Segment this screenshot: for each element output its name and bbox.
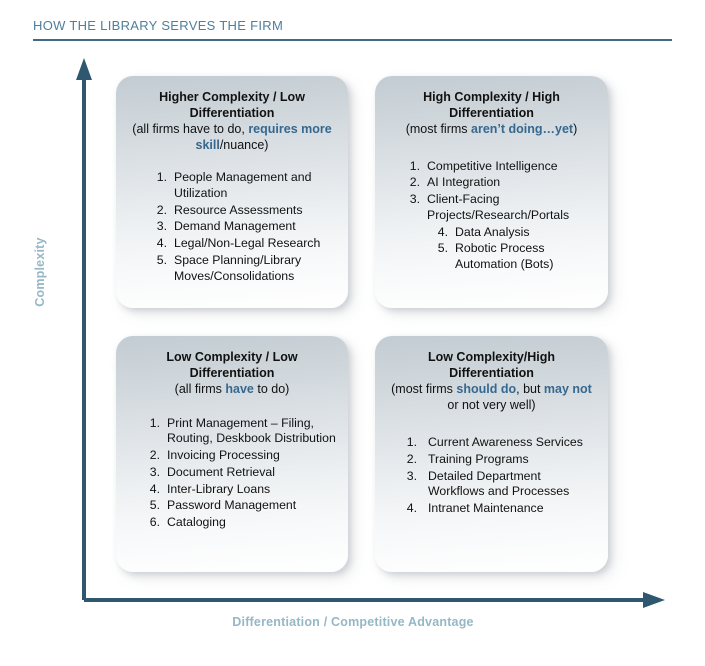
list-item: 5. Space Planning/Library Moves/Consolida… — [147, 253, 338, 285]
list-item-number: 5. — [156, 252, 167, 267]
list-item-text: Document Retrieval — [167, 464, 275, 479]
quadrant-item-list: 1. Current Awareness Services 2. Training P… — [385, 435, 598, 517]
list-item-text: Detailed Department Workflows and Proces… — [428, 468, 570, 499]
list-item-number: 2. — [406, 451, 417, 466]
list-item-number: 2. — [149, 448, 160, 463]
list-item-number: 4. — [437, 224, 448, 239]
list-item-text: Competitive Intelligence — [427, 158, 558, 173]
list-item-number: 1. — [149, 415, 160, 430]
list-item-text: Current Awareness Services — [428, 435, 583, 449]
subheading-text: (all firms — [174, 382, 226, 396]
x-axis-arrowhead-icon — [643, 592, 665, 608]
x-axis-label: Differentiation / Competitive Advantage — [232, 615, 474, 629]
list-item-text: Robotic Process Automation (Bots) — [455, 241, 554, 272]
list-item-number: 5. — [149, 498, 160, 513]
list-item-text: Data Analysis — [455, 224, 530, 239]
list-item: 4. Legal/Non-Legal Research — [147, 236, 338, 252]
subheading-text: (all firms have to do, — [132, 122, 249, 136]
list-item: 3. Detailed Department Workflows and Proc… — [397, 469, 598, 501]
highlighted-phrase: should do — [456, 382, 517, 396]
subheading-text: or not very well) — [447, 397, 536, 412]
list-item-text: Demand Management — [174, 219, 296, 234]
quadrant-subheading: (most firms should do, but may not or no… — [385, 382, 598, 413]
highlighted-phrase: aren’t doing…yet — [471, 122, 574, 136]
list-item-text: Client-Facing Projects/Research/Portals — [427, 192, 570, 222]
list-item: 2. Training Programs — [397, 452, 598, 468]
list-item: 1. People Management and Utilization — [147, 170, 338, 202]
quadrant-subheading: (all firms have to do, requires more ski… — [126, 122, 338, 153]
quadrant-card-low-complexity-low-differentiation[interactable]: Low Complexity / Low Differentiation (al… — [116, 336, 348, 572]
list-item-number: 3. — [409, 192, 420, 207]
y-axis-arrowhead-icon — [76, 58, 92, 80]
quadrant-card-higher-complexity-low-differentiation[interactable]: Higher Complexity / Low Differentiation … — [116, 76, 348, 308]
quadrant-card-low-complexity-high-differentiation[interactable]: Low Complexity/High Differentiation (mos… — [375, 336, 608, 572]
quadrant-heading: High Complexity / High Differentiation — [423, 90, 560, 120]
list-item-number: 1. — [409, 158, 420, 173]
list-item: 1. Current Awareness Services — [397, 435, 598, 451]
subheading-text: /nuance) — [219, 137, 269, 152]
list-item-text: Password Management — [167, 498, 297, 513]
list-item-number: 1. — [156, 170, 167, 184]
list-item-number: 6. — [149, 515, 160, 530]
list-item-text: Resource Assessments — [174, 202, 303, 217]
subheading-text: to do) — [253, 382, 290, 396]
list-item-number: 3. — [149, 464, 160, 479]
quadrant-subheading: (most firms aren’t doing…yet) — [385, 122, 598, 138]
list-item-text: Training Programs — [428, 451, 529, 466]
subheading-text: (most firms — [391, 382, 457, 396]
list-item: 6. Cataloging — [140, 515, 338, 531]
list-item-text: Print Management – Filing, Routing, Desk… — [167, 415, 336, 446]
list-item-number: 5. — [437, 241, 448, 256]
quadrant-item-list: 1. People Management and Utilization 2. Res… — [126, 170, 338, 285]
list-item-text: Legal/Non-Legal Research — [174, 236, 321, 251]
list-item-number: 1. — [406, 435, 417, 449]
quadrant-heading: Higher Complexity / Low Differentiation — [159, 90, 305, 120]
list-item: 5. Password Management — [140, 498, 338, 514]
quadrant-heading: Low Complexity / Low Differentiation — [166, 350, 298, 380]
list-item: 2. Resource Assessments — [147, 203, 338, 219]
list-item: 3. Client-Facing Projects/Research/Portal… — [400, 192, 598, 224]
highlighted-phrase: requires more skill — [195, 122, 332, 152]
list-item: 4. Data Analysis — [400, 225, 598, 241]
list-item: 3. Document Retrieval — [140, 465, 338, 481]
list-item-number: 4. — [149, 481, 160, 496]
list-item: 1. Competitive Intelligence — [400, 159, 598, 175]
subheading-text: ) — [573, 122, 578, 136]
quadrant-item-list: 1. Print Management – Filing, Routing, De… — [126, 416, 338, 532]
list-item-text: People Management and Utilization — [174, 170, 312, 200]
quadrant-item-list: 1. Competitive Intelligence 2. AI Integrati… — [385, 159, 598, 274]
list-item-number: 3. — [156, 219, 167, 234]
list-item-number: 3. — [406, 468, 417, 483]
quadrant-heading: Low Complexity/High Differentiation — [427, 350, 556, 380]
highlighted-phrase: have — [225, 382, 254, 396]
list-item-text: AI Integration — [427, 175, 501, 190]
list-item-number: 4. — [156, 236, 167, 251]
highlighted-phrase: may not — [543, 382, 592, 396]
list-item: 2. AI Integration — [400, 175, 598, 191]
list-item-number: 4. — [406, 501, 417, 516]
list-item: 5. Robotic Process Automation (Bots) — [400, 241, 598, 273]
list-item-text: Cataloging — [167, 515, 226, 530]
list-item-text: Inter-Library Loans — [167, 481, 271, 496]
list-item-number: 2. — [156, 202, 167, 217]
y-axis-label: Complexity — [33, 237, 47, 307]
list-item: 3. Demand Management — [147, 219, 338, 235]
page-title: HOW THE LIBRARY SERVES THE FIRM — [33, 18, 284, 33]
subheading-text: , but — [516, 382, 544, 396]
page-header: HOW THE LIBRARY SERVES THE FIRM — [33, 18, 673, 41]
list-item: 2. Invoicing Processing — [140, 448, 338, 464]
quadrant-subheading: (all firms have to do) — [126, 382, 338, 398]
list-item-text: Intranet Maintenance — [428, 501, 544, 516]
subheading-text: (most firms — [405, 122, 471, 136]
list-item: 1. Print Management – Filing, Routing, De… — [140, 416, 338, 448]
list-item-text: Invoicing Processing — [167, 448, 280, 463]
header-divider — [33, 39, 672, 41]
list-item-number: 2. — [409, 175, 420, 190]
list-item-text: Space Planning/Library Moves/Consolidati… — [174, 252, 302, 283]
list-item: 4. Intranet Maintenance — [397, 501, 598, 517]
quadrant-card-high-complexity-high-differentiation[interactable]: High Complexity / High Differentiation (… — [375, 76, 608, 308]
list-item: 4. Inter-Library Loans — [140, 482, 338, 498]
